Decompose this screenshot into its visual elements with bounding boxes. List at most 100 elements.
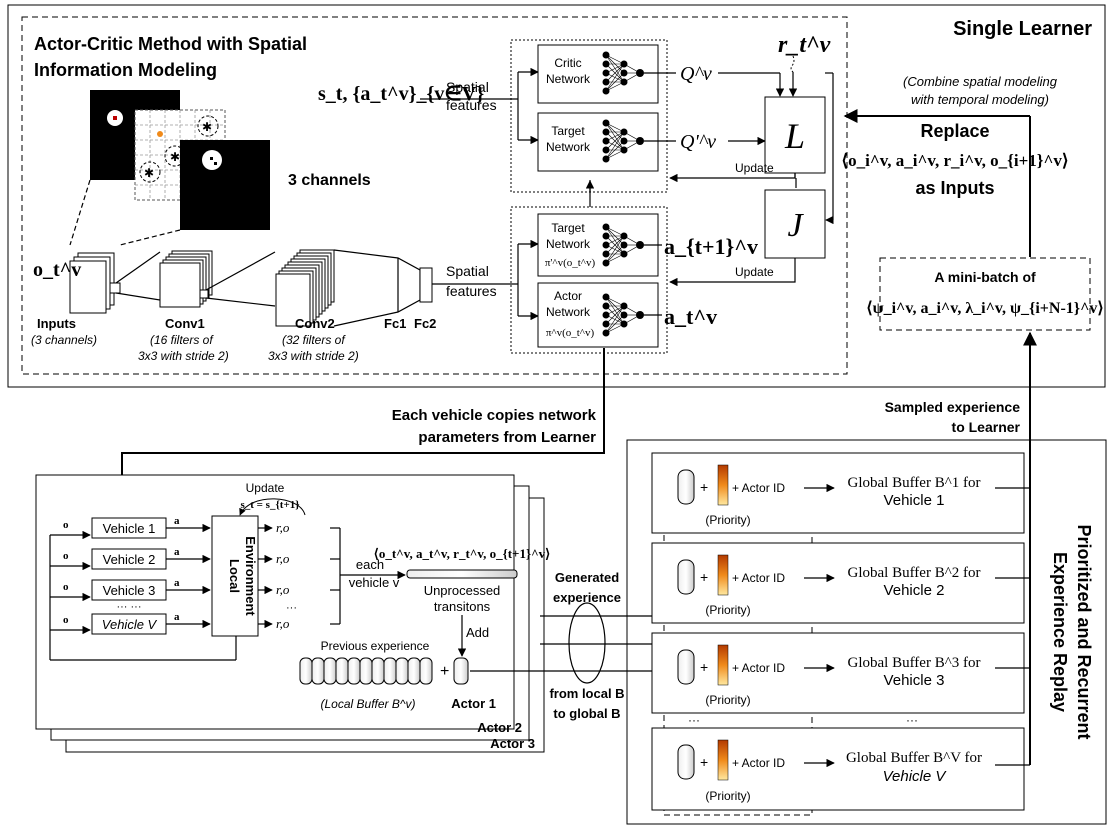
vehicle-3: Vehicle 3 xyxy=(103,583,156,598)
method-title-line2: Information Modeling xyxy=(34,60,217,80)
sampled-2: to Learner xyxy=(952,419,1021,435)
actor-2-label: Actor 2 xyxy=(477,720,522,735)
global-buffers: + + Actor ID (Priority) Global Buffer B^… xyxy=(651,452,1030,811)
update-label-env: Update xyxy=(246,481,285,495)
svg-text:a: a xyxy=(174,577,180,589)
vehicle-2: Vehicle 2 xyxy=(103,552,156,567)
loss-j: J xyxy=(787,207,804,244)
svg-text:+ Actor ID: + Actor ID xyxy=(732,661,785,675)
local-env-2: Environment xyxy=(243,536,258,616)
buffer-2-line1: Global Buffer B^2 for xyxy=(848,565,981,581)
svg-text:(Priority): (Priority) xyxy=(705,513,750,527)
add-label: Add xyxy=(466,625,489,640)
minibatch-1: A mini-batch of xyxy=(934,269,1036,285)
action-next: a_{t+1}^v xyxy=(664,234,758,259)
combine-note-1: (Combine spatial modeling xyxy=(903,74,1058,89)
replace-2: ⟨o_i^v, a_i^v, r_i^v, o_{i+1}^v⟩ xyxy=(842,151,1069,170)
vehicle-1: Vehicle 1 xyxy=(103,521,156,536)
update-label-actor: Update xyxy=(735,265,774,279)
minibatch-2: ⟨ψ_i^v, a_i^v, λ_i^v, ψ_{i+N-1}^v⟩ xyxy=(866,300,1103,317)
spatial-features-top-1: Spatial xyxy=(446,79,489,95)
actor-network-3: π^v(o_t^v) xyxy=(546,327,595,339)
svg-text:a: a xyxy=(174,546,180,558)
svg-text:+: + xyxy=(440,663,449,680)
channels-label: 3 channels xyxy=(288,172,371,189)
svg-text:✱: ✱ xyxy=(170,150,180,164)
svg-text:+: + xyxy=(700,569,708,585)
inputs-label: Inputs xyxy=(37,316,76,331)
svg-text:o: o xyxy=(63,614,69,626)
spatial-features-bottom-2: features xyxy=(446,283,497,299)
buffer-row: + + Actor ID (Priority) Global Buffer B^… xyxy=(651,632,1030,714)
svg-text:✱: ✱ xyxy=(202,120,212,134)
conv1-sub-1: (16 filters of xyxy=(150,333,214,347)
buffer-1-line2: Vehicle 1 xyxy=(884,492,945,509)
replay-ellipsis-right: ··· xyxy=(906,713,918,727)
svg-text:a: a xyxy=(174,515,180,527)
buffer-v-line2: Vehicle V xyxy=(883,768,948,785)
replay-ellipsis-left: ··· xyxy=(688,713,700,727)
svg-text:+: + xyxy=(700,479,708,495)
unprocessed-1: Unprocessed xyxy=(424,583,501,598)
loss-l: L xyxy=(784,116,805,156)
actor-network-1: Actor xyxy=(554,289,582,303)
from-local-2: to global B xyxy=(553,706,620,721)
svg-text:o: o xyxy=(63,550,69,562)
each-vehicle-2: vehicle v xyxy=(349,575,400,590)
svg-text:···: ··· xyxy=(286,602,297,614)
buffer-3-line1: Global Buffer B^3 for xyxy=(848,655,981,671)
conv2-sub-2: 3x3 with stride 2) xyxy=(268,349,359,363)
svg-text:(Priority): (Priority) xyxy=(705,693,750,707)
replace-3: as Inputs xyxy=(915,178,994,198)
svg-text:r,o: r,o xyxy=(276,551,290,566)
buffer-row: + + Actor ID (Priority) Global Buffer B^… xyxy=(651,452,1030,534)
conv1-sub-2: 3x3 with stride 2) xyxy=(138,349,229,363)
buffer-2-line2: Vehicle 2 xyxy=(884,582,945,599)
sampled-1: Sampled experience xyxy=(885,399,1021,415)
q-value: Q^v xyxy=(680,63,712,85)
critic-group: s_t, {a_t^v}_{v∈V} Spatial features Crit… xyxy=(318,32,834,225)
svg-text:(Priority): (Priority) xyxy=(705,603,750,617)
single-learner-panel: Single Learner Actor-Critic Method with … xyxy=(7,4,1106,388)
conv1-label: Conv1 xyxy=(165,316,205,331)
generated-1: Generated xyxy=(555,570,619,585)
svg-text:o: o xyxy=(63,581,69,593)
conv2-sub-1: (32 filters of xyxy=(282,333,346,347)
svg-text:r,o: r,o xyxy=(276,616,290,631)
svg-text:+ Actor ID: + Actor ID xyxy=(732,571,785,585)
critic-network-2: Network xyxy=(546,72,591,86)
inputs-sublabel: (3 channels) xyxy=(31,333,97,347)
svg-text:+ Actor ID: + Actor ID xyxy=(732,481,785,495)
critic-network-1: Critic xyxy=(554,56,581,70)
critic-nn-icon xyxy=(602,51,644,95)
spatial-features-top-2: features xyxy=(446,97,497,113)
local-buffer: (Local Buffer B^v) xyxy=(321,697,416,711)
q-target: Q'^v xyxy=(680,131,716,153)
actor-critic-region xyxy=(21,16,848,375)
buffer-row: + + Actor ID (Priority) Global Buffer B^… xyxy=(651,542,1030,624)
vehicle-ellipsis: ··· ··· xyxy=(116,601,141,613)
target-actor-2: Network xyxy=(546,237,591,251)
svg-text:+: + xyxy=(700,659,708,675)
target-network-2: Network xyxy=(546,140,591,154)
svg-text:+: + xyxy=(700,754,708,770)
conv2-label: Conv2 xyxy=(295,316,335,331)
each-vehicle-1: each xyxy=(356,557,384,572)
target-network-1: Target xyxy=(551,124,585,138)
spatial-features-bottom-1: Spatial xyxy=(446,263,489,279)
fc1-label: Fc1 xyxy=(384,316,406,331)
channel-images: ✱ ✱ ✱ 3 channels xyxy=(90,90,371,230)
single-learner-title: Single Learner xyxy=(953,18,1092,40)
local-environment-box xyxy=(211,515,259,637)
copies-arrow: Each vehicle copies network parameters f… xyxy=(115,348,605,516)
reward-symbol: r_t^v xyxy=(778,32,831,58)
copies-1: Each vehicle copies network xyxy=(392,407,597,424)
svg-text:a: a xyxy=(174,611,180,623)
buffer-3-line2: Vehicle 3 xyxy=(884,672,945,689)
buffer-1-line1: Global Buffer B^1 for xyxy=(848,475,981,491)
target-actor-3: π'^v(o_t^v) xyxy=(545,257,596,269)
generated-arrows: Generated experience from local B to glo… xyxy=(470,570,667,721)
method-title-line1: Actor-Critic Method with Spatial xyxy=(34,34,307,54)
svg-text:+ Actor ID: + Actor ID xyxy=(732,756,785,770)
